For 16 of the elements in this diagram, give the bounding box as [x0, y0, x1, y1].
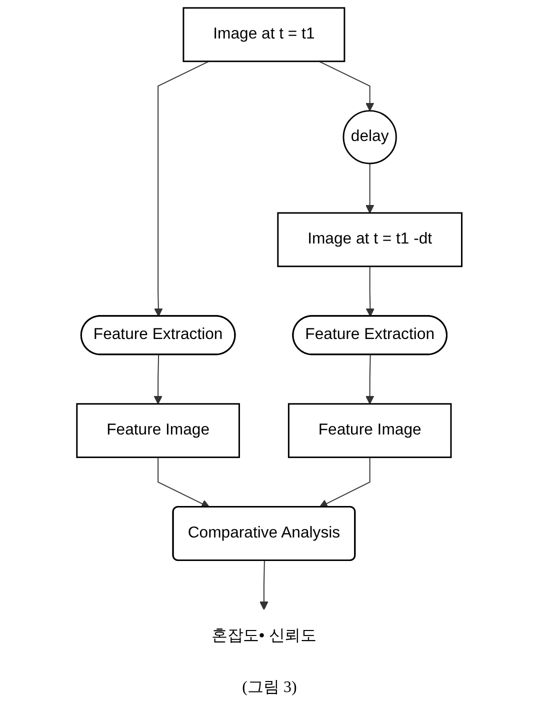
arrow: [154, 354, 163, 404]
node-box: Image at t = t1 -dt: [277, 212, 463, 268]
node-box: Feature Image: [288, 403, 452, 458]
arrow: [366, 354, 374, 404]
arrow: [260, 560, 268, 610]
arrow: [319, 456, 370, 508]
node-circle: delay: [342, 110, 398, 164]
arrow: [366, 266, 375, 317]
arrow: [154, 60, 210, 317]
arrow: [158, 456, 210, 508]
arrow: [318, 60, 374, 112]
node-text: 혼잡도• 신뢰도: [212, 627, 317, 644]
arrow: [366, 163, 374, 214]
node-box: Image at t = t1: [182, 7, 346, 62]
caption: (그림 3): [242, 678, 297, 698]
node-box: Feature Image: [76, 403, 240, 458]
